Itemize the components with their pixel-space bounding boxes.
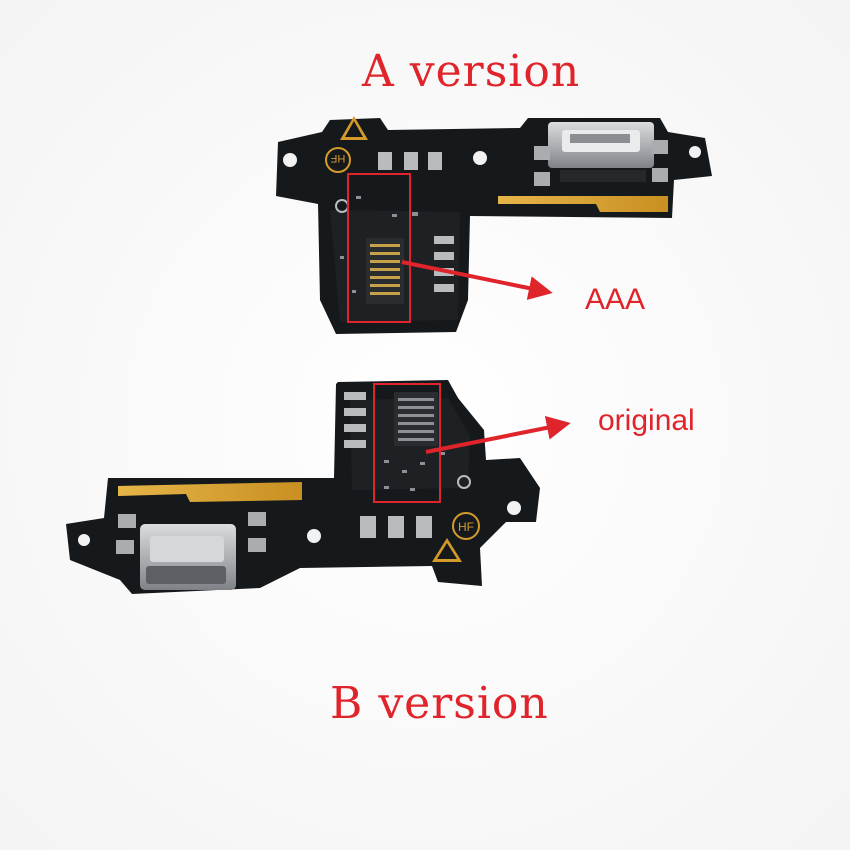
callout-arrow-original — [425, 415, 571, 454]
hf-mark-text: HF — [458, 520, 474, 534]
highlight-box-a — [347, 173, 411, 323]
mount-hole-icon — [78, 534, 90, 546]
title-a-version: A version — [362, 46, 581, 97]
hf-mark-text: HF — [330, 152, 345, 164]
usb-port-b — [116, 512, 266, 590]
antenna-connector-icon — [457, 475, 471, 489]
mount-hole-icon — [689, 146, 701, 158]
mount-hole-icon — [307, 529, 321, 543]
contact-pad — [388, 516, 404, 538]
callout-arrow-aaa — [401, 260, 553, 300]
hf-mark-icon — [452, 512, 480, 540]
hf-mark-icon — [325, 147, 351, 173]
contact-pad — [378, 152, 392, 170]
gold-strip — [118, 482, 302, 502]
side-pads-b — [344, 392, 366, 448]
contact-pad — [428, 152, 442, 170]
mount-hole-icon — [507, 501, 521, 515]
gold-strip — [498, 196, 668, 212]
callout-label-aaa: AAA — [585, 283, 646, 316]
mount-hole-icon — [283, 153, 297, 167]
title-b-version: B version — [330, 678, 549, 729]
highlight-box-b — [373, 383, 441, 503]
contact-pad — [416, 516, 432, 538]
contact-pad — [360, 516, 376, 538]
contact-pad — [404, 152, 418, 170]
mount-hole-icon — [473, 151, 487, 165]
board-b: HF — [66, 380, 571, 594]
usb-port-a — [534, 122, 668, 186]
callout-label-original: original — [598, 404, 695, 437]
board-a: HF — [276, 116, 712, 334]
